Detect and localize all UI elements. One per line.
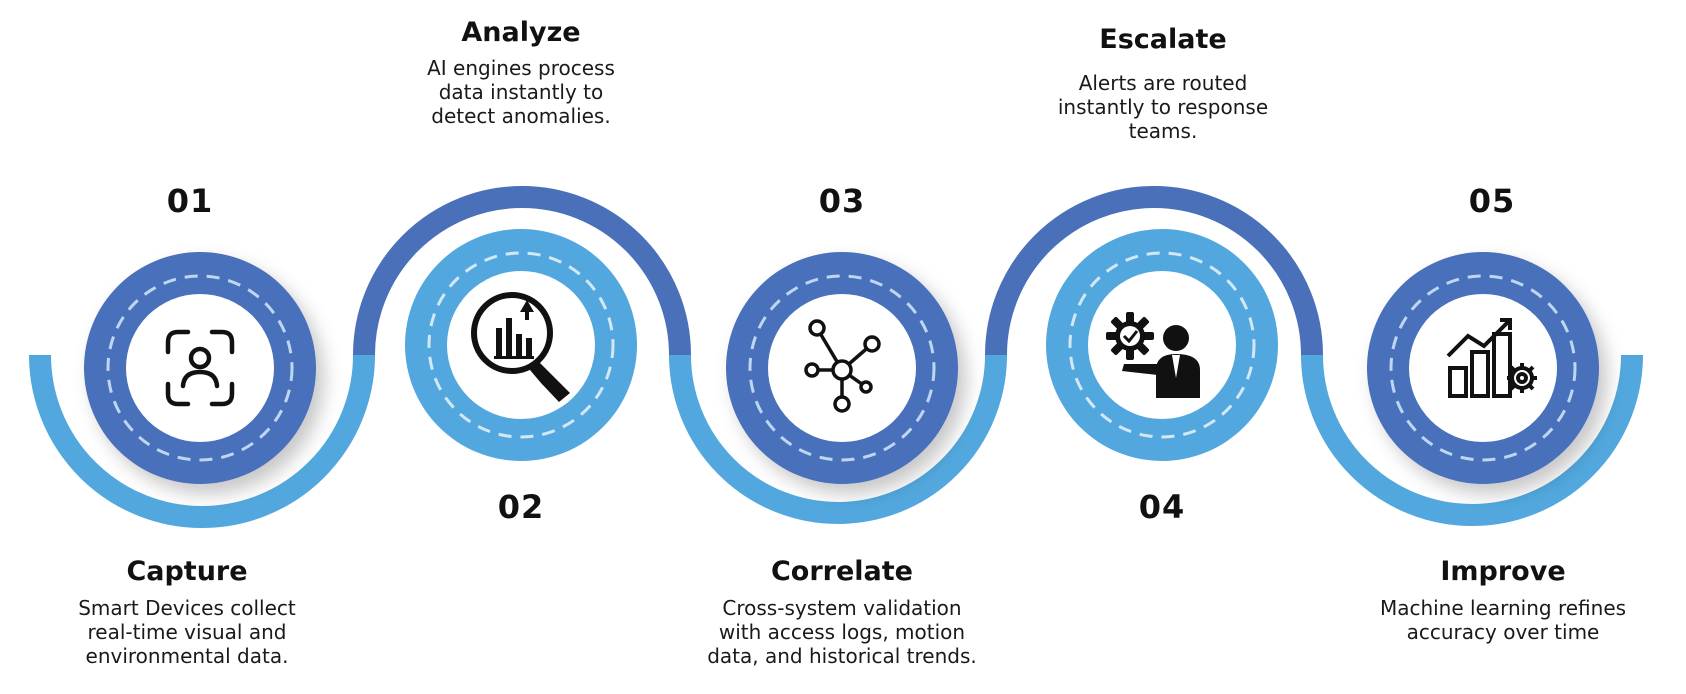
wave-arc-4-top — [985, 186, 1323, 356]
analytics-magnifier-icon — [471, 292, 570, 402]
step-4-number: 04 — [1138, 488, 1186, 526]
growth-chart-gear-icon — [1446, 318, 1537, 398]
wave-arc-1-bottom — [29, 354, 375, 528]
step-4-title: Escalate — [1099, 24, 1227, 55]
wave-arc-2-top — [353, 186, 691, 356]
gear-person-icon — [1106, 312, 1200, 398]
step-3-title: Correlate — [770, 556, 913, 587]
step-2-title: Analyze — [461, 17, 581, 48]
step-2-number: 02 — [497, 488, 545, 526]
wave-arc-5-bottom — [1301, 354, 1643, 526]
step-1-number: 01 — [166, 182, 214, 220]
wave-arc-3-bottom — [669, 354, 1007, 524]
step-5-description: Machine learning refines accuracy over t… — [1379, 596, 1627, 644]
network-nodes-icon — [804, 319, 881, 413]
step-5-number: 05 — [1468, 182, 1516, 220]
step-3-description: Cross-system validation with access logs… — [707, 596, 977, 668]
step-1-description: Smart Devices collect real-time visual a… — [78, 596, 296, 668]
step-2-description: AI engines process data instantly to det… — [427, 56, 615, 128]
step-5-title: Improve — [1440, 556, 1566, 587]
wave-connector — [29, 186, 1643, 528]
step-4-circle — [1046, 229, 1278, 461]
step-1-title: Capture — [126, 556, 248, 587]
face-scan-icon — [165, 329, 235, 407]
step-4-description: Alerts are routed instantly to response … — [1057, 71, 1269, 143]
step-5-circle — [1367, 252, 1599, 484]
step-3-number: 03 — [818, 182, 866, 220]
